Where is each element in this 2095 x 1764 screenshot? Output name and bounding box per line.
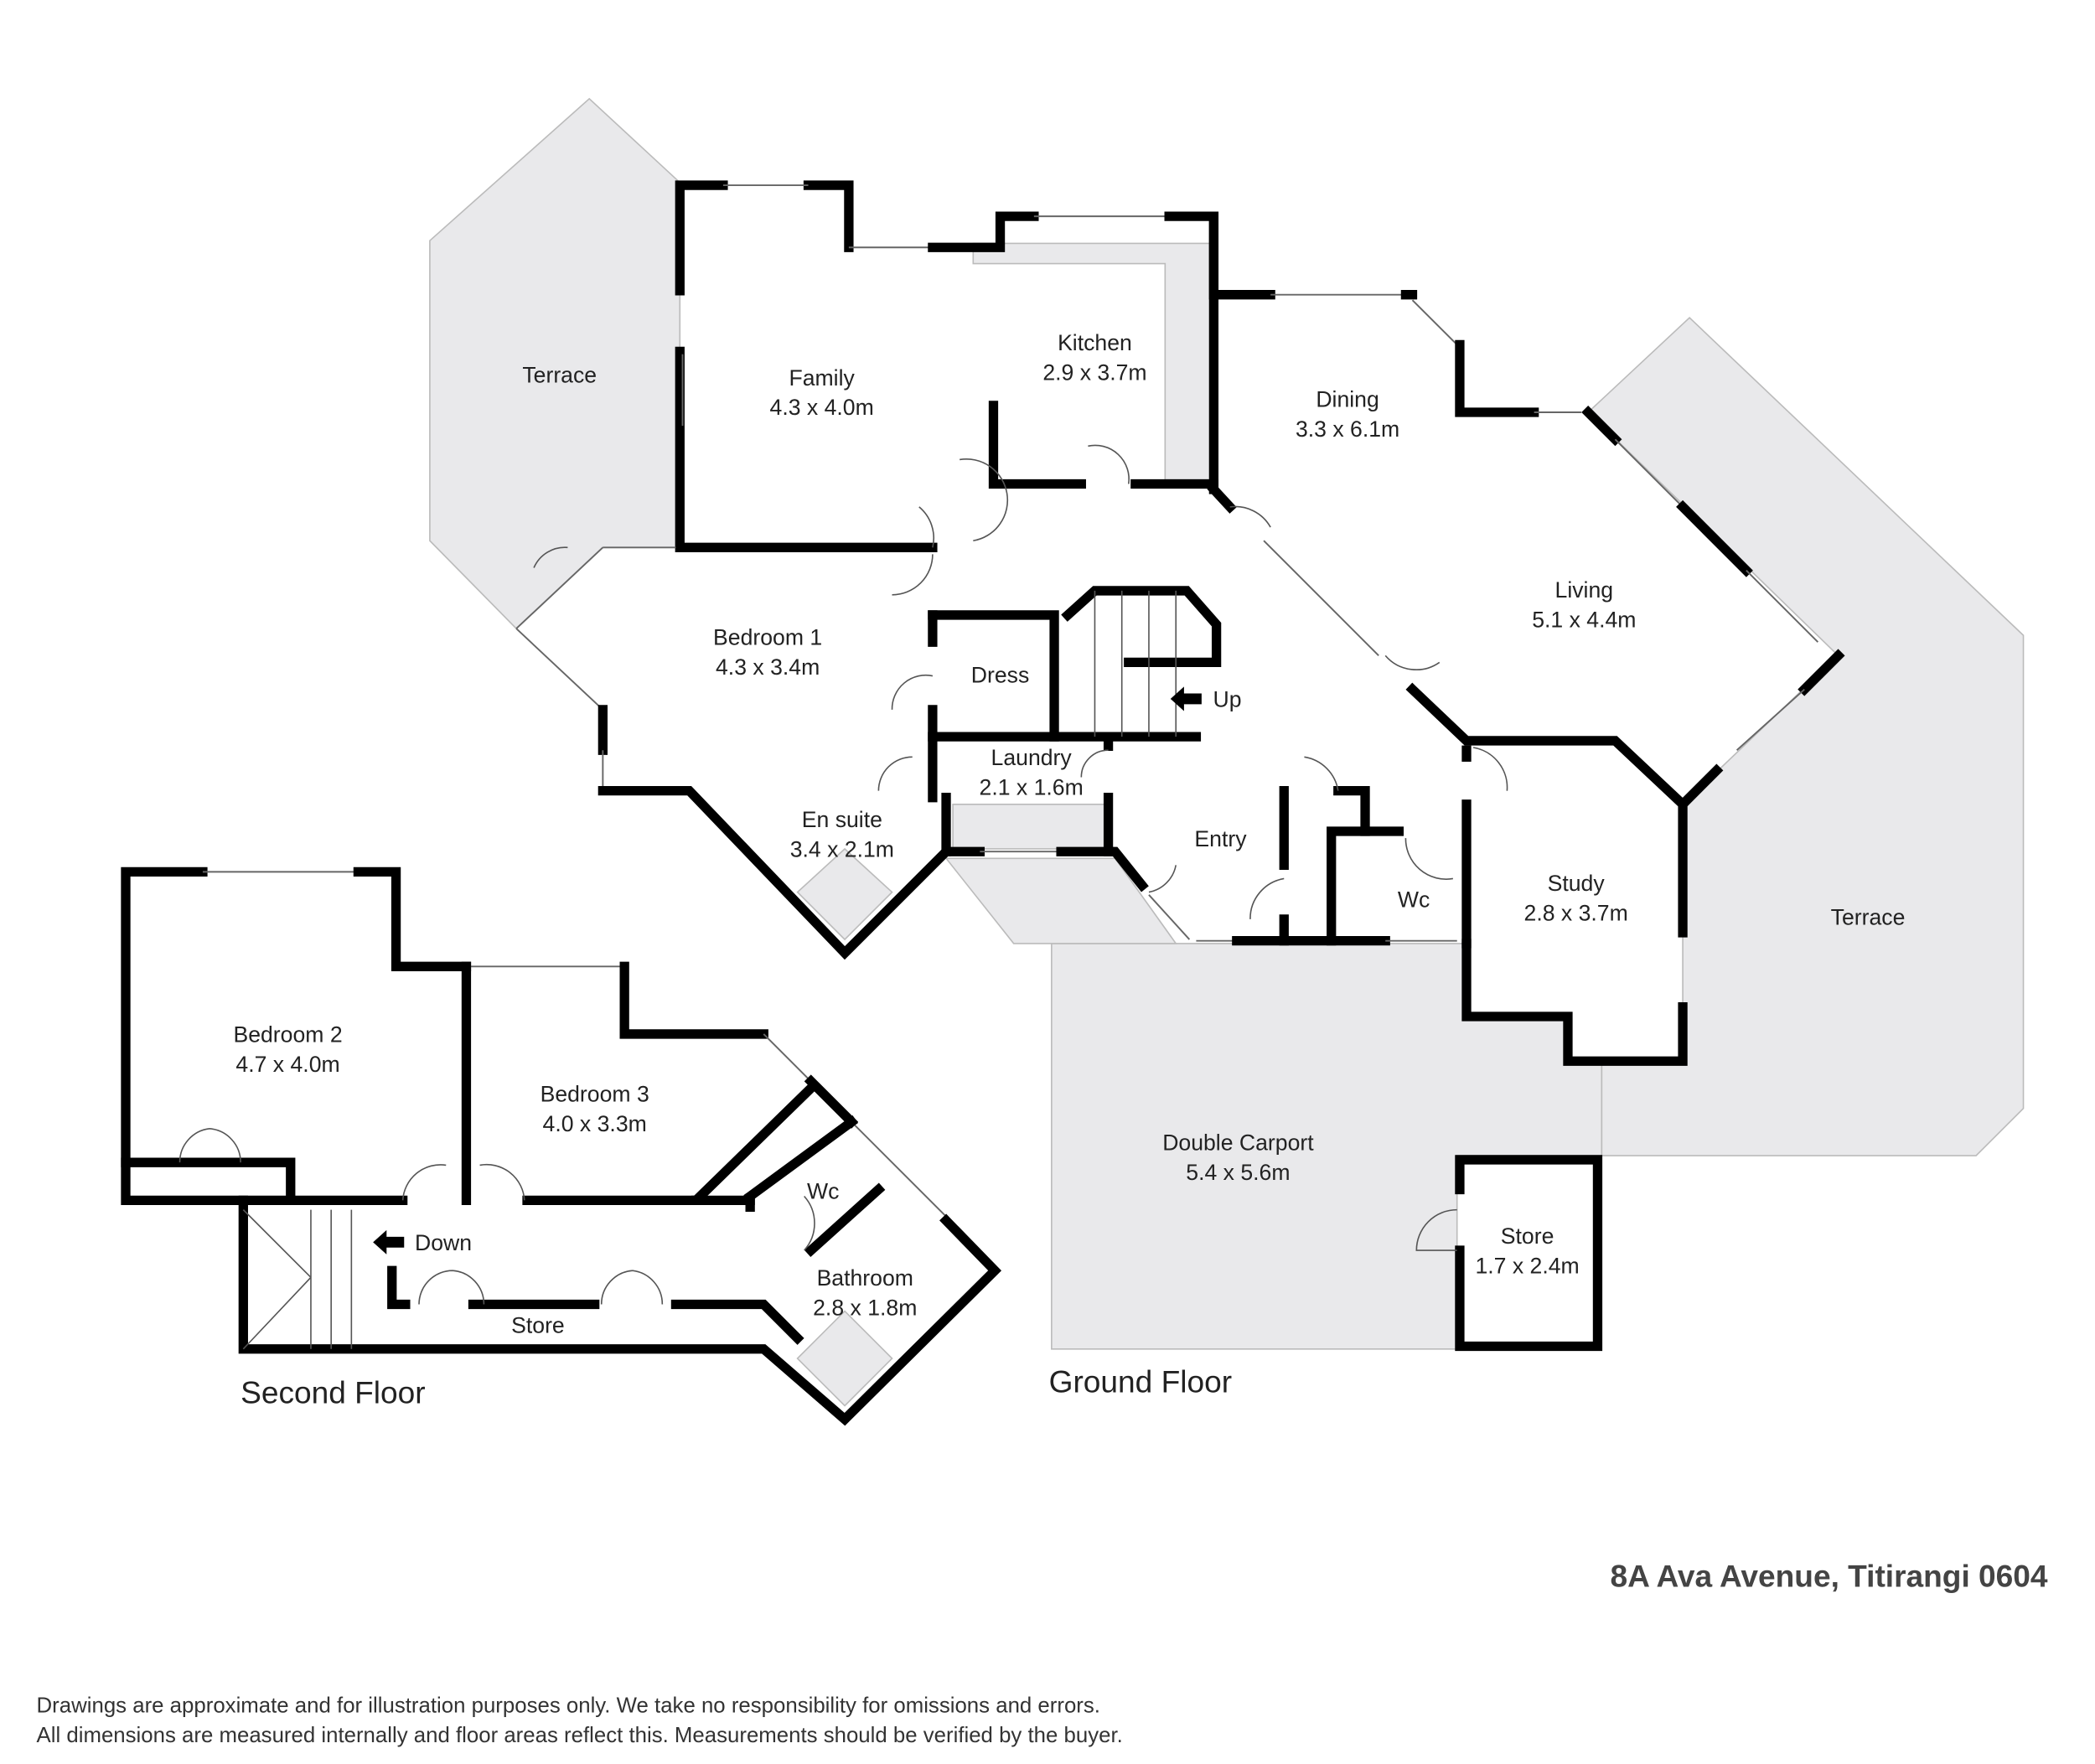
dining-label: Dining [1316,387,1379,412]
stairs-up-label: Up [1213,687,1242,712]
family-dim: 4.3 x 4.0m [770,395,874,420]
study-dim: 2.8 x 3.7m [1524,900,1628,925]
laundry-bench [952,803,1110,850]
bedroom1-dim: 4.3 x 3.4m [716,654,820,680]
bedroom2-dim: 4.7 x 4.0m [235,1052,339,1077]
down-arrow-icon [373,1229,405,1254]
store-ground-label: Store [1501,1223,1554,1249]
bedroom2-label: Bedroom 2 [233,1022,342,1048]
ensuite-dim: 3.4 x 2.1m [790,837,894,862]
room-labels: Terrace Family 4.3 x 4.0m Kitchen 2.9 x … [233,330,1905,1338]
terrace-right-area [1586,317,2025,1156]
second-floor-label: Second Floor [241,1374,426,1410]
wc-second-label: Wc [807,1179,839,1204]
outdoor-areas [429,97,2025,1407]
ensuite-label: En suite [802,807,882,832]
bedroom1-label: Bedroom 1 [713,624,822,649]
kitchen-dim: 2.9 x 3.7m [1042,360,1146,385]
terrace-right-label: Terrace [1831,904,1906,929]
dress-label: Dress [971,663,1030,688]
store-second-label: Store [511,1312,565,1337]
dining-dim: 3.3 x 6.1m [1296,416,1399,442]
second-floor-walls [121,866,1002,1426]
ensuite-shower [796,847,893,941]
living-dim: 5.1 x 4.4m [1532,607,1636,632]
up-arrow-icon [1170,686,1202,711]
kitchen-label: Kitchen [1058,330,1132,355]
bathroom-label: Bathroom [817,1265,913,1291]
bedroom3-dim: 4.0 x 3.3m [543,1111,647,1136]
laundry-dim: 2.1 x 1.6m [980,774,1084,799]
family-label: Family [789,365,855,391]
ground-floor-label: Ground Floor [1049,1363,1232,1399]
bathroom-shower [796,1310,893,1407]
entry-label: Entry [1194,826,1247,851]
disclaimer-line-1: Drawings are approximate and for illustr… [37,1694,1100,1718]
living-label: Living [1555,577,1614,603]
disclaimer-line-2: All dimensions are measured internally a… [37,1724,1123,1747]
property-address: 8A Ava Avenue, Titirangi 0604 [1611,1559,2048,1594]
ground-floor-walls [515,180,1845,1352]
under-laundry-area [944,857,1177,944]
store-ground-dim: 1.7 x 2.4m [1475,1253,1579,1278]
stairs-down-label: Down [415,1230,472,1255]
carport-label: Double Carport [1162,1130,1314,1156]
carport-area [1051,943,1603,1350]
wc-ground-label: Wc [1398,887,1430,912]
carport-dim: 5.4 x 5.6m [1186,1160,1290,1185]
bathroom-dim: 2.8 x 1.8m [813,1295,917,1320]
study-label: Study [1548,871,1606,896]
bedroom3-label: Bedroom 3 [541,1082,649,1107]
terrace-left-label: Terrace [522,363,597,388]
laundry-label: Laundry [991,745,1073,770]
